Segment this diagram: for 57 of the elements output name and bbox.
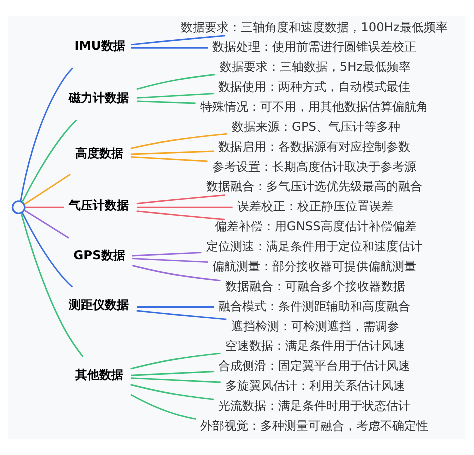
connector (137, 206, 233, 208)
connector (22, 212, 74, 288)
connector (24, 210, 70, 239)
node-text: 定位测速：满足条件用于定位和速度估计 (206, 240, 423, 254)
connector (132, 265, 221, 282)
connector (137, 306, 214, 308)
connector (131, 150, 214, 156)
node-text: 外部视觉：多种测量可融合，考虑不确定性 (200, 418, 428, 433)
node-text: 测距仪数据 (69, 298, 130, 312)
connector (136, 210, 226, 220)
connector (130, 156, 208, 162)
node-text: 数据要求：三轴角度和速度数据，100Hz最低频率 (181, 20, 448, 34)
node-text: 偏差补偿：用GNSS高度估计补偿偏差 (214, 220, 417, 234)
connector (131, 47, 208, 49)
node-text: 遮挡检测：可检测遮挡，需调参 (231, 319, 400, 334)
node-text: 气压计数据 (69, 198, 130, 213)
connector (131, 378, 221, 384)
connector (137, 93, 214, 99)
connector (130, 384, 214, 400)
node-text: 光流数据：满足条件时用于状态估计 (218, 398, 411, 413)
node-circle (12, 200, 26, 214)
node-text: 数据要求：三轴数据，5Hz最低频率 (220, 60, 412, 74)
node-text: 数据融合：可融合多个接收器数据 (225, 279, 406, 294)
node-text: 高度数据 (75, 146, 124, 161)
node-text: 偏航测量：部分接收器可提供偏航测量 (212, 259, 417, 274)
connector (130, 352, 221, 370)
node-text: IMU数据 (74, 39, 126, 54)
node-text: 数据启用：各数据源有对应控制参数 (218, 140, 411, 154)
connector (132, 252, 202, 257)
node-text: 数据来源：GPS、气压计等多种 (232, 120, 401, 134)
node-text: 合成侧滑：固定翼平台用于估计风速 (218, 359, 411, 374)
node-text: 磁力计数据 (69, 91, 130, 106)
node-text: 空速数据：满足条件用于估计风速 (225, 339, 406, 354)
node-text: 融合模式：条件测距辅助和高度融合 (218, 299, 411, 314)
connector (22, 120, 78, 203)
connector (131, 35, 226, 46)
node-text: 数据融合：多气压计选优先级最高的融合 (206, 180, 423, 194)
node-text: 多旋翼风估计：利用关系估计风速 (225, 379, 406, 394)
connector (130, 133, 228, 150)
connector (136, 310, 227, 320)
connector (132, 258, 208, 263)
connector (25, 206, 64, 208)
connector (20, 68, 74, 202)
node-text: 其他数据 (75, 368, 124, 382)
connector (137, 100, 196, 104)
connector (136, 74, 216, 90)
node-text: 数据处理：使用前需进行圆锥误差校正 (212, 40, 417, 54)
node-text: 特殊情况：可不用，用其他数据估算偏航角 (200, 100, 428, 114)
connector (131, 371, 214, 376)
connector (24, 174, 71, 206)
node-text: 数据使用：两种方式，自动模式最佳 (218, 80, 411, 94)
connector (130, 394, 196, 420)
connector (136, 194, 226, 205)
node-text: 误差校正：校正静压位置误差 (238, 200, 394, 214)
node-text: GPS数据 (74, 248, 126, 262)
node-text: 参考设置：长期高度估计取决于参考源 (212, 160, 417, 174)
connector (20, 213, 84, 358)
